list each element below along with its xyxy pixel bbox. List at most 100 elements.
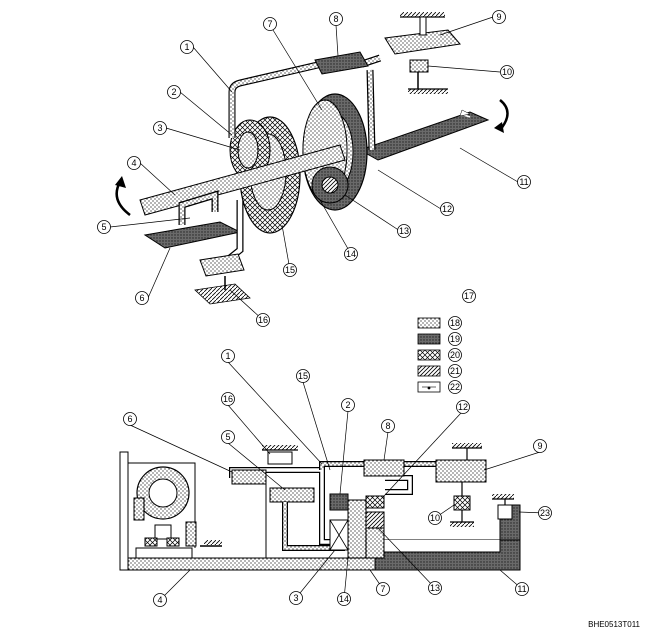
- callout-label: 14: [339, 594, 349, 604]
- callout-16: 16: [256, 313, 270, 327]
- input-shaft: [139, 144, 346, 216]
- valve-5-schematic: [269, 487, 315, 503]
- callout-8-lower: 8: [381, 419, 395, 433]
- callout-9: 9: [492, 10, 506, 24]
- callout-label: 13: [399, 226, 409, 236]
- callout-label: 16: [223, 394, 233, 404]
- callout-2-lower: 2: [341, 398, 355, 412]
- piston-10-schematic: [453, 495, 471, 511]
- callout-11-lower: 11: [515, 582, 529, 596]
- leader-lines-lower: [129, 361, 546, 601]
- valve-16: [199, 253, 245, 277]
- callout-label: 19: [450, 334, 460, 344]
- callout-label: 12: [458, 402, 468, 412]
- image-code: BHE0513T011: [588, 620, 640, 629]
- callout-label: 23: [540, 508, 550, 518]
- element-13: [365, 511, 385, 529]
- piston-10: [409, 59, 429, 73]
- valve-9-schematic: [435, 459, 487, 483]
- callout-16-lower: 16: [221, 392, 235, 406]
- legend: [417, 317, 441, 393]
- callout-label: 13: [430, 583, 440, 593]
- callout-label: 3: [157, 123, 162, 133]
- callout-10-lower: 10: [428, 511, 442, 525]
- callout-label: 6: [127, 414, 132, 424]
- callout-label: 7: [267, 19, 272, 29]
- callout-label: 17: [464, 291, 474, 301]
- valve-16-schematic: [267, 451, 293, 465]
- perspective-view: [115, 12, 509, 305]
- legend-swatch-20: [417, 349, 441, 361]
- legend-swatch-21: [417, 365, 441, 377]
- valve-8-schematic: [363, 459, 405, 477]
- callout-15-lower: 15: [296, 369, 310, 383]
- callout-label: 11: [519, 177, 528, 187]
- callout-19: 19: [448, 332, 462, 346]
- callout-13-lower: 13: [428, 581, 442, 595]
- callout-label: 15: [298, 371, 308, 381]
- callout-4-lower: 4: [153, 593, 167, 607]
- callout-4: 4: [127, 156, 141, 170]
- callout-15: 15: [283, 263, 297, 277]
- callout-label: 9: [496, 12, 501, 22]
- callout-22: 22: [448, 380, 462, 394]
- callout-17: 17: [462, 289, 476, 303]
- callout-label: 8: [385, 421, 390, 431]
- shaft-4: [119, 557, 376, 571]
- callout-3-lower: 3: [289, 591, 303, 605]
- callout-3: 3: [153, 121, 167, 135]
- callout-label: 2: [171, 87, 176, 97]
- callout-13: 13: [397, 224, 411, 238]
- callout-5: 5: [97, 220, 111, 234]
- callout-12: 12: [440, 202, 454, 216]
- callout-label: 5: [225, 432, 230, 442]
- ground-hatch: [408, 89, 448, 94]
- callout-label: 21: [450, 366, 460, 376]
- callout-label: 1: [184, 42, 189, 52]
- ground-hatch: [400, 12, 445, 17]
- callout-label: 16: [258, 315, 268, 325]
- callout-6: 6: [135, 291, 149, 305]
- callout-label: 4: [157, 595, 162, 605]
- callout-7: 7: [263, 17, 277, 31]
- output-shaft: [358, 111, 490, 161]
- callout-label: 7: [380, 584, 385, 594]
- callout-label: 5: [101, 222, 106, 232]
- callout-8: 8: [329, 12, 343, 26]
- callout-label: 1: [225, 351, 230, 361]
- callout-label: 9: [537, 441, 542, 451]
- callout-label: 11: [517, 584, 526, 594]
- callout-2: 2: [167, 85, 181, 99]
- leader-lines-upper: [109, 16, 519, 321]
- callout-label: 14: [346, 249, 356, 259]
- valve-6-schematic: [231, 469, 267, 485]
- callouts: 1 2 3 4 5 6 7 8 9 10 11 12 13 14 15 16 1…: [97, 10, 552, 607]
- callout-18: 18: [448, 316, 462, 330]
- callout-14: 14: [344, 247, 358, 261]
- callout-label: 8: [333, 14, 338, 24]
- callout-label: 18: [450, 318, 460, 328]
- callout-9-lower: 9: [533, 439, 547, 453]
- callout-1: 1: [180, 40, 194, 54]
- callout-label: 12: [442, 204, 452, 214]
- callout-12-lower: 12: [456, 400, 470, 414]
- callout-10: 10: [500, 65, 514, 79]
- legend-swatch-19: [417, 333, 441, 345]
- callout-23: 23: [538, 506, 552, 520]
- valve-9: [384, 29, 461, 55]
- callout-7-lower: 7: [376, 582, 390, 596]
- callout-label: 2: [345, 400, 350, 410]
- schematic-view: [119, 443, 521, 571]
- callout-label: 3: [293, 593, 298, 603]
- callout-label: 15: [285, 265, 295, 275]
- callout-1-lower: 1: [221, 349, 235, 363]
- legend-swatch-18: [417, 317, 441, 329]
- valve-8: [314, 51, 369, 75]
- callout-6-lower: 6: [123, 412, 137, 426]
- callout-20: 20: [448, 348, 462, 362]
- callout-label: 4: [131, 158, 136, 168]
- valve-6: [143, 221, 242, 249]
- callout-label: 10: [502, 67, 512, 77]
